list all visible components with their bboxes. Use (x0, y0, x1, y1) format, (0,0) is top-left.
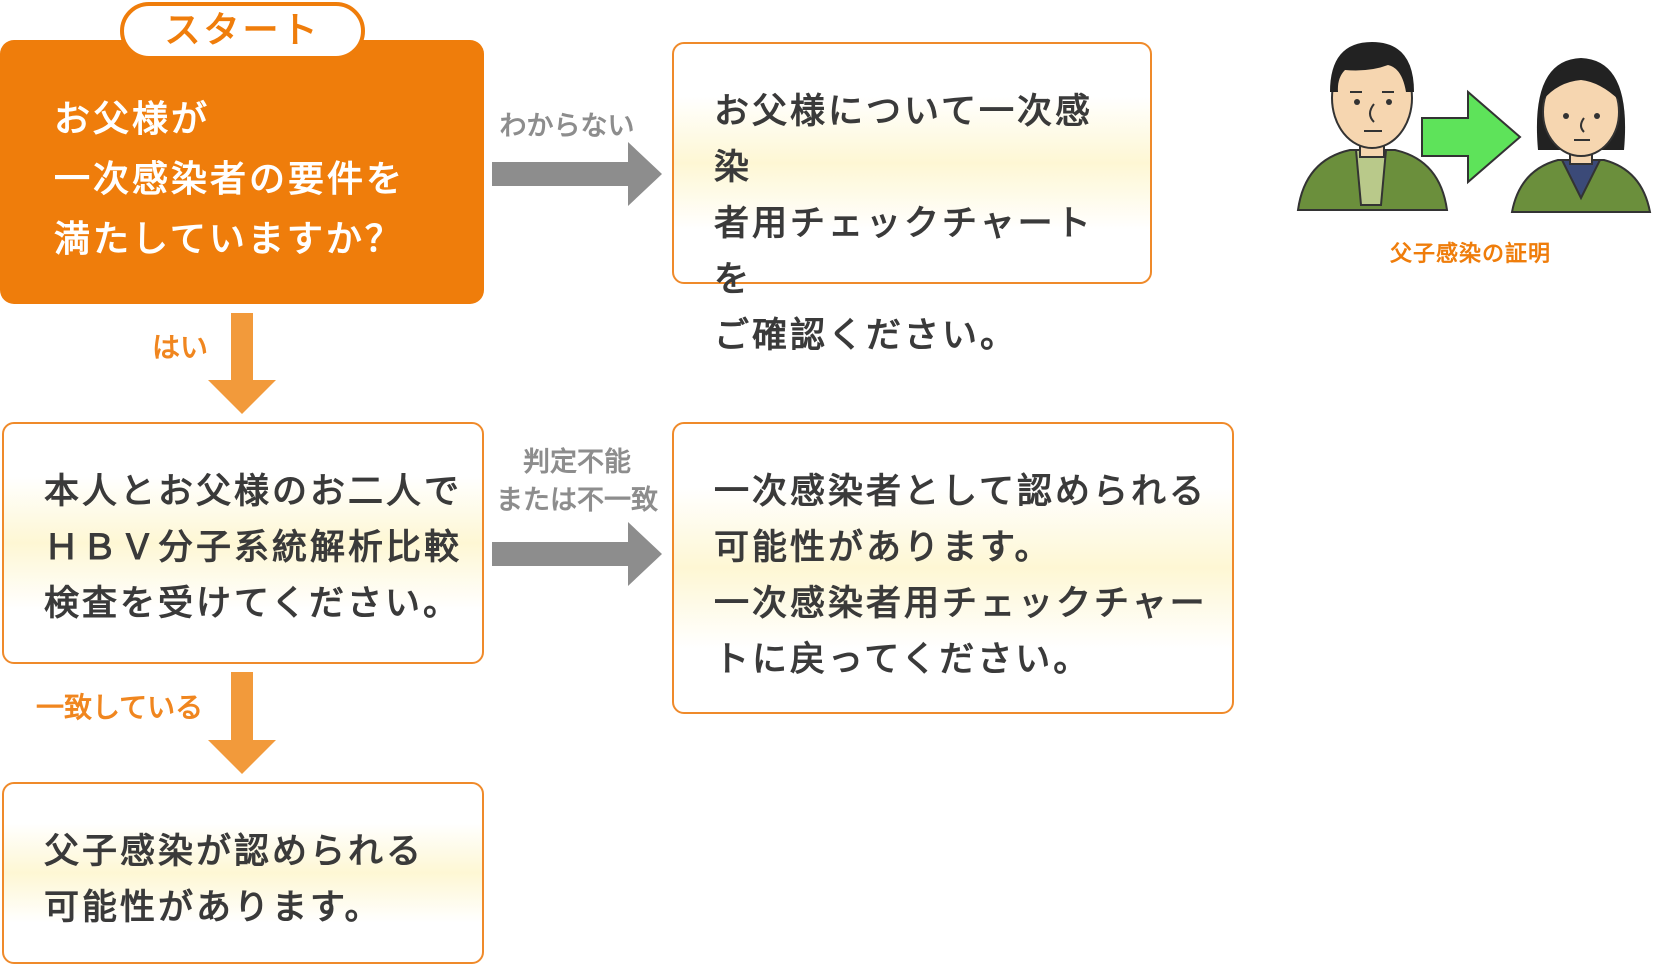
arrow-label-yes: はい (152, 331, 209, 364)
green-arrow-icon (1421, 89, 1522, 185)
primary-infection-box: 一次感染者として認められる 可能性があります。 一次感染者用チェックチャー トに… (672, 422, 1234, 714)
check-chart-box: お父様について一次感染 者用チェックチャートを ご確認ください。 (672, 42, 1152, 356)
check-chart-text: お父様について一次感染 者用チェックチャートを ご確認ください。 (714, 92, 1094, 356)
father-child-text: 父子感染が認められる 可能性があります。 (44, 832, 425, 928)
hbv-test-text: 本人とお父様のお二人で ＨＢＶ分子系統解析比較 検査を受けてください。 (44, 472, 463, 624)
child-icon (1510, 58, 1652, 213)
father-icon (1296, 42, 1449, 211)
arrow-mismatch (492, 522, 662, 586)
illustration-caption: 父子感染の証明 (1390, 242, 1552, 267)
hbv-test-box: 本人とお父様のお二人で ＨＢＶ分子系統解析比較 検査を受けてください。 (2, 422, 484, 664)
start-question-text: お父様が 一次感染者の要件を 満たしていますか？ (54, 99, 406, 260)
arrow-match (208, 672, 276, 774)
arrow-label-match: 一致している (36, 691, 204, 724)
primary-infection-text: 一次感染者として認められる 可能性があります。 一次感染者用チェックチャー トに… (714, 472, 1208, 680)
start-tab-label: スタート (120, 2, 365, 60)
father-child-box: 父子感染が認められる 可能性があります。 (2, 782, 484, 964)
arrow-label-mismatch: 判定不能 または不一致 (496, 447, 658, 516)
arrow-label-unknown: わからない (499, 111, 635, 142)
start-question-box: お父様が 一次感染者の要件を 満たしていますか？ (0, 40, 484, 304)
arrow-yes (208, 313, 276, 414)
arrow-unknown (492, 142, 662, 206)
